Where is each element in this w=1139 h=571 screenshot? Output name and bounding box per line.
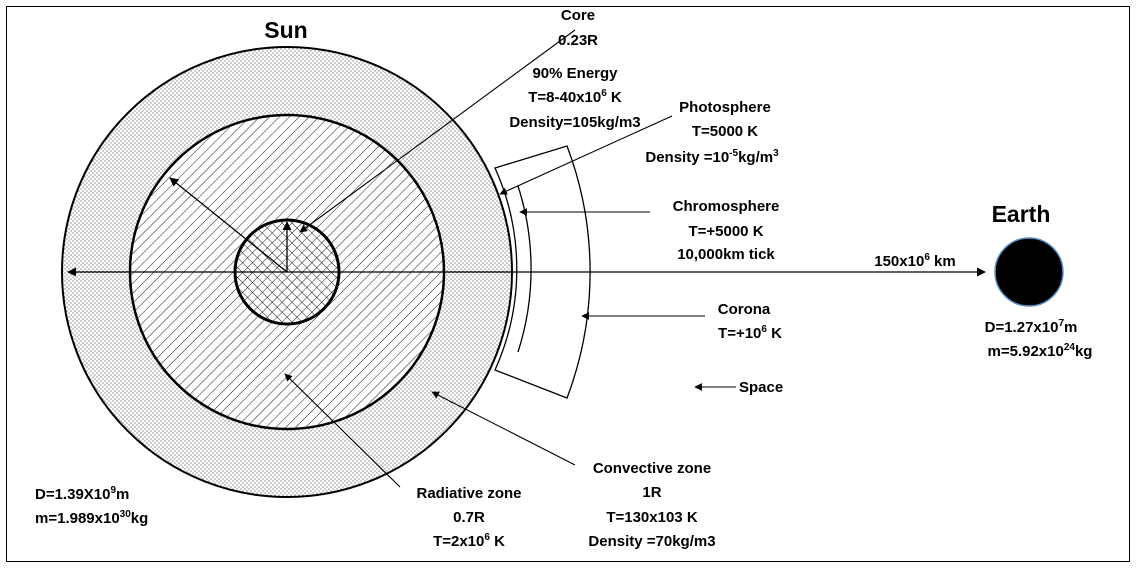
core-label: Core 0.23R 90% Energy T=8-40x106 K Densi…	[509, 7, 640, 131]
convective-temp: T=130x103 K	[606, 509, 697, 526]
radiative-temp-exp: 6	[484, 532, 490, 543]
earth-mass: m=5.92x1024kg	[988, 342, 1093, 360]
earth-diameter-base: D=1.27x10	[985, 319, 1059, 336]
core-temp-exp: 6	[601, 88, 607, 99]
sun-data: D=1.39X109m m=1.989x1030kg	[35, 485, 148, 527]
earth-distance: 150x106 km	[874, 252, 955, 270]
photosphere-density-unit: kg/m	[738, 149, 773, 166]
core-temp-base: T=8-40x10	[528, 89, 601, 106]
sun-mass-unit: kg	[131, 510, 149, 527]
earth-diameter-unit: m	[1064, 319, 1077, 336]
photosphere-name: Photosphere	[679, 99, 771, 116]
earth-distance-unit: km	[930, 253, 956, 270]
photosphere-temp: T=5000 K	[692, 123, 758, 140]
convective-radius: 1R	[642, 484, 661, 501]
sun-title: Sun	[264, 17, 307, 43]
core-temp: T=8-40x106 K	[528, 88, 622, 106]
radiative-radius: 0.7R	[453, 509, 485, 526]
photosphere-density-base: Density =10	[645, 149, 729, 166]
corona-temp-base: T=+10	[718, 325, 761, 342]
sun-diameter: D=1.39X109m	[35, 485, 129, 503]
radiative-temp-unit: K	[490, 533, 505, 550]
radiative-temp: T=2x106 K	[433, 532, 505, 550]
core-pointer	[299, 29, 576, 233]
convective-name: Convective zone	[593, 460, 711, 477]
photosphere-label: Photosphere T=5000 K Density =10-5kg/m3	[645, 99, 779, 166]
space-label: Space	[739, 379, 783, 396]
earth-distance-exp: 6	[924, 252, 930, 263]
chromosphere-label: Chromosphere T=+5000 K 10,000km tick	[673, 198, 780, 263]
corona-temp-unit: K	[767, 325, 782, 342]
earth-mass-exp: 24	[1064, 342, 1076, 353]
sun-diameter-exp: 9	[110, 485, 116, 496]
corona-temp: T=+106 K	[718, 324, 782, 342]
photosphere-density-exp: -5	[729, 148, 738, 159]
radiative-name: Radiative zone	[416, 485, 521, 502]
earth-data: D=1.27x107m m=5.92x1024kg	[985, 318, 1093, 360]
sun-mass: m=1.989x1030kg	[35, 509, 148, 527]
corona-name: Corona	[718, 301, 771, 318]
radiative-temp-base: T=2x10	[433, 533, 484, 550]
core-temp-unit: K	[607, 89, 622, 106]
sun-diameter-unit: m	[116, 486, 129, 503]
corona-label: Corona T=+106 K	[718, 301, 782, 342]
photosphere-pointer	[499, 115, 673, 195]
photosphere-density-exp2: 3	[773, 148, 779, 159]
radiative-label: Radiative zone 0.7R T=2x106 K	[416, 485, 521, 550]
corona-temp-exp: 6	[761, 324, 767, 335]
core-name: Core	[561, 7, 595, 24]
convective-pointer	[431, 391, 576, 466]
core-density: Density=105kg/m3	[509, 114, 640, 131]
radiative-pointer	[284, 373, 401, 488]
earth-distance-base: 150x10	[874, 253, 924, 270]
earth-diameter: D=1.27x107m	[985, 318, 1078, 336]
earth-mass-unit: kg	[1075, 343, 1093, 360]
sun-radius-arrow	[169, 177, 288, 273]
sun-mass-base: m=1.989x10	[35, 510, 120, 527]
earth-diameter-exp: 7	[1058, 318, 1064, 329]
convective-label: Convective zone 1R T=130x103 K Density =…	[588, 460, 715, 550]
photosphere-density: Density =10-5kg/m3	[645, 148, 779, 166]
core-energy: 90% Energy	[532, 65, 618, 82]
core-radius: 0.23R	[558, 32, 598, 49]
earth-disk	[994, 237, 1064, 307]
chromosphere-name: Chromosphere	[673, 198, 780, 215]
chromosphere-temp: T=+5000 K	[688, 223, 763, 240]
earth-mass-base: m=5.92x10	[988, 343, 1064, 360]
chromosphere-thickness: 10,000km tick	[677, 246, 775, 263]
sun-mass-exp: 30	[120, 509, 132, 520]
convective-density: Density =70kg/m3	[588, 533, 715, 550]
sun-diameter-base: D=1.39X10	[35, 486, 110, 503]
earth-title: Earth	[992, 201, 1051, 227]
